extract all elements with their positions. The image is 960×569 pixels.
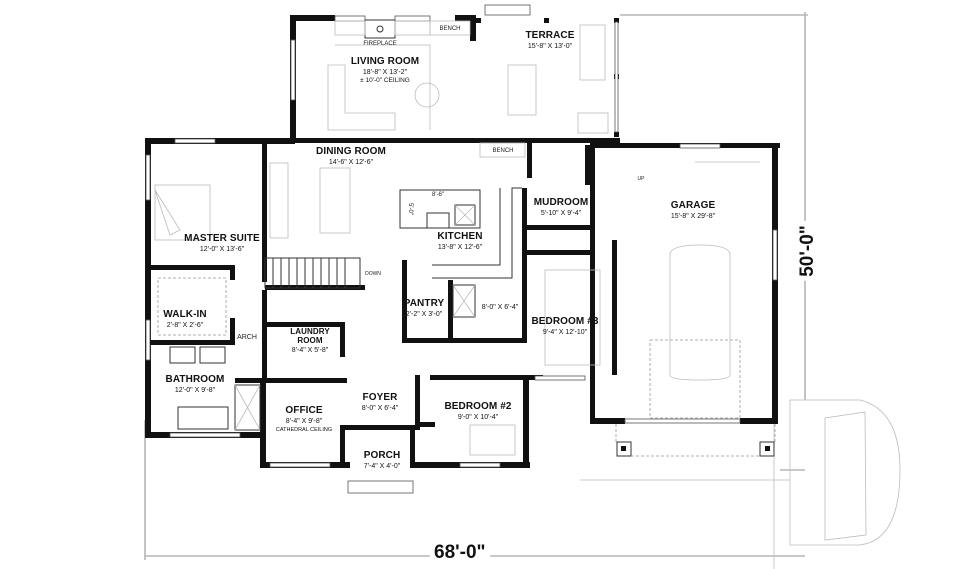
room-label-porch: PORCH 7'-4" X 4'-0" — [363, 450, 401, 471]
island-length-label: 8'-6" — [432, 192, 444, 198]
fireplace-label: FIREPLACE — [363, 41, 397, 47]
room-label-walk-in: WALK-IN 2'-8" X 2'-6" — [163, 309, 207, 330]
room-label-kitchen: KITCHEN 13'-8" X 12'-6" — [437, 231, 483, 252]
room-label-dining-room: DINING ROOM 14'-6" X 12'-6" — [316, 146, 386, 167]
room-label-mudroom: MUDROOM 5'-10" X 9'-4" — [533, 197, 589, 218]
room-label-terrace: TERRACE 15'-8" X 13'-0" — [525, 30, 575, 51]
overall-width-dimension: 68'-0" — [430, 542, 490, 564]
overall-depth-dimension: 50'-0" — [796, 221, 819, 281]
room-label-bedroom-3: BEDROOM #3 9'-4" X 12'-10" — [531, 316, 599, 337]
bench-label-dining: BENCH — [492, 148, 514, 154]
furniture — [154, 19, 776, 457]
room-label-garage: GARAGE 15'-8" X 29'-8" — [670, 200, 716, 221]
room-label-powder-bath: 8'-0" X 6'-4" — [481, 304, 519, 311]
dimension-lines — [144, 12, 808, 560]
interior-walls — [150, 138, 617, 430]
room-label-master-suite: MASTER SUITE 12'-0" X 13'-6" — [184, 233, 260, 254]
windows — [145, 4, 778, 494]
stairs-down-label: DOWN — [365, 271, 381, 277]
room-label-laundry-room: LAUNDRY ROOM 8'-4" X 5'-8" — [290, 327, 330, 355]
stair-treads — [272, 258, 346, 288]
island-depth-label: 5'-0" — [406, 203, 413, 215]
driveway-outline — [580, 399, 901, 569]
room-label-office: OFFICE 8'-4" X 9'-8" CATHEDRAL CEILING — [275, 405, 333, 433]
room-label-bathroom: BATHROOM 12'-0" X 9'-8" — [165, 374, 225, 395]
room-label-pantry: PANTRY 2'-2" X 3'-0" — [403, 298, 445, 319]
room-label-living-room: LIVING ROOM 18'-8" X 13'-2" ± 10'-0" CEI… — [350, 56, 420, 84]
arch-label: ARCH — [237, 334, 257, 341]
room-label-bedroom-2: BEDROOM #2 9'-0" X 10'-4" — [444, 401, 512, 422]
garage-up-label: UP — [637, 176, 645, 182]
bench-label-living: BENCH — [439, 26, 461, 32]
room-label-foyer: FOYER 8'-0" X 6'-4" — [361, 392, 399, 413]
